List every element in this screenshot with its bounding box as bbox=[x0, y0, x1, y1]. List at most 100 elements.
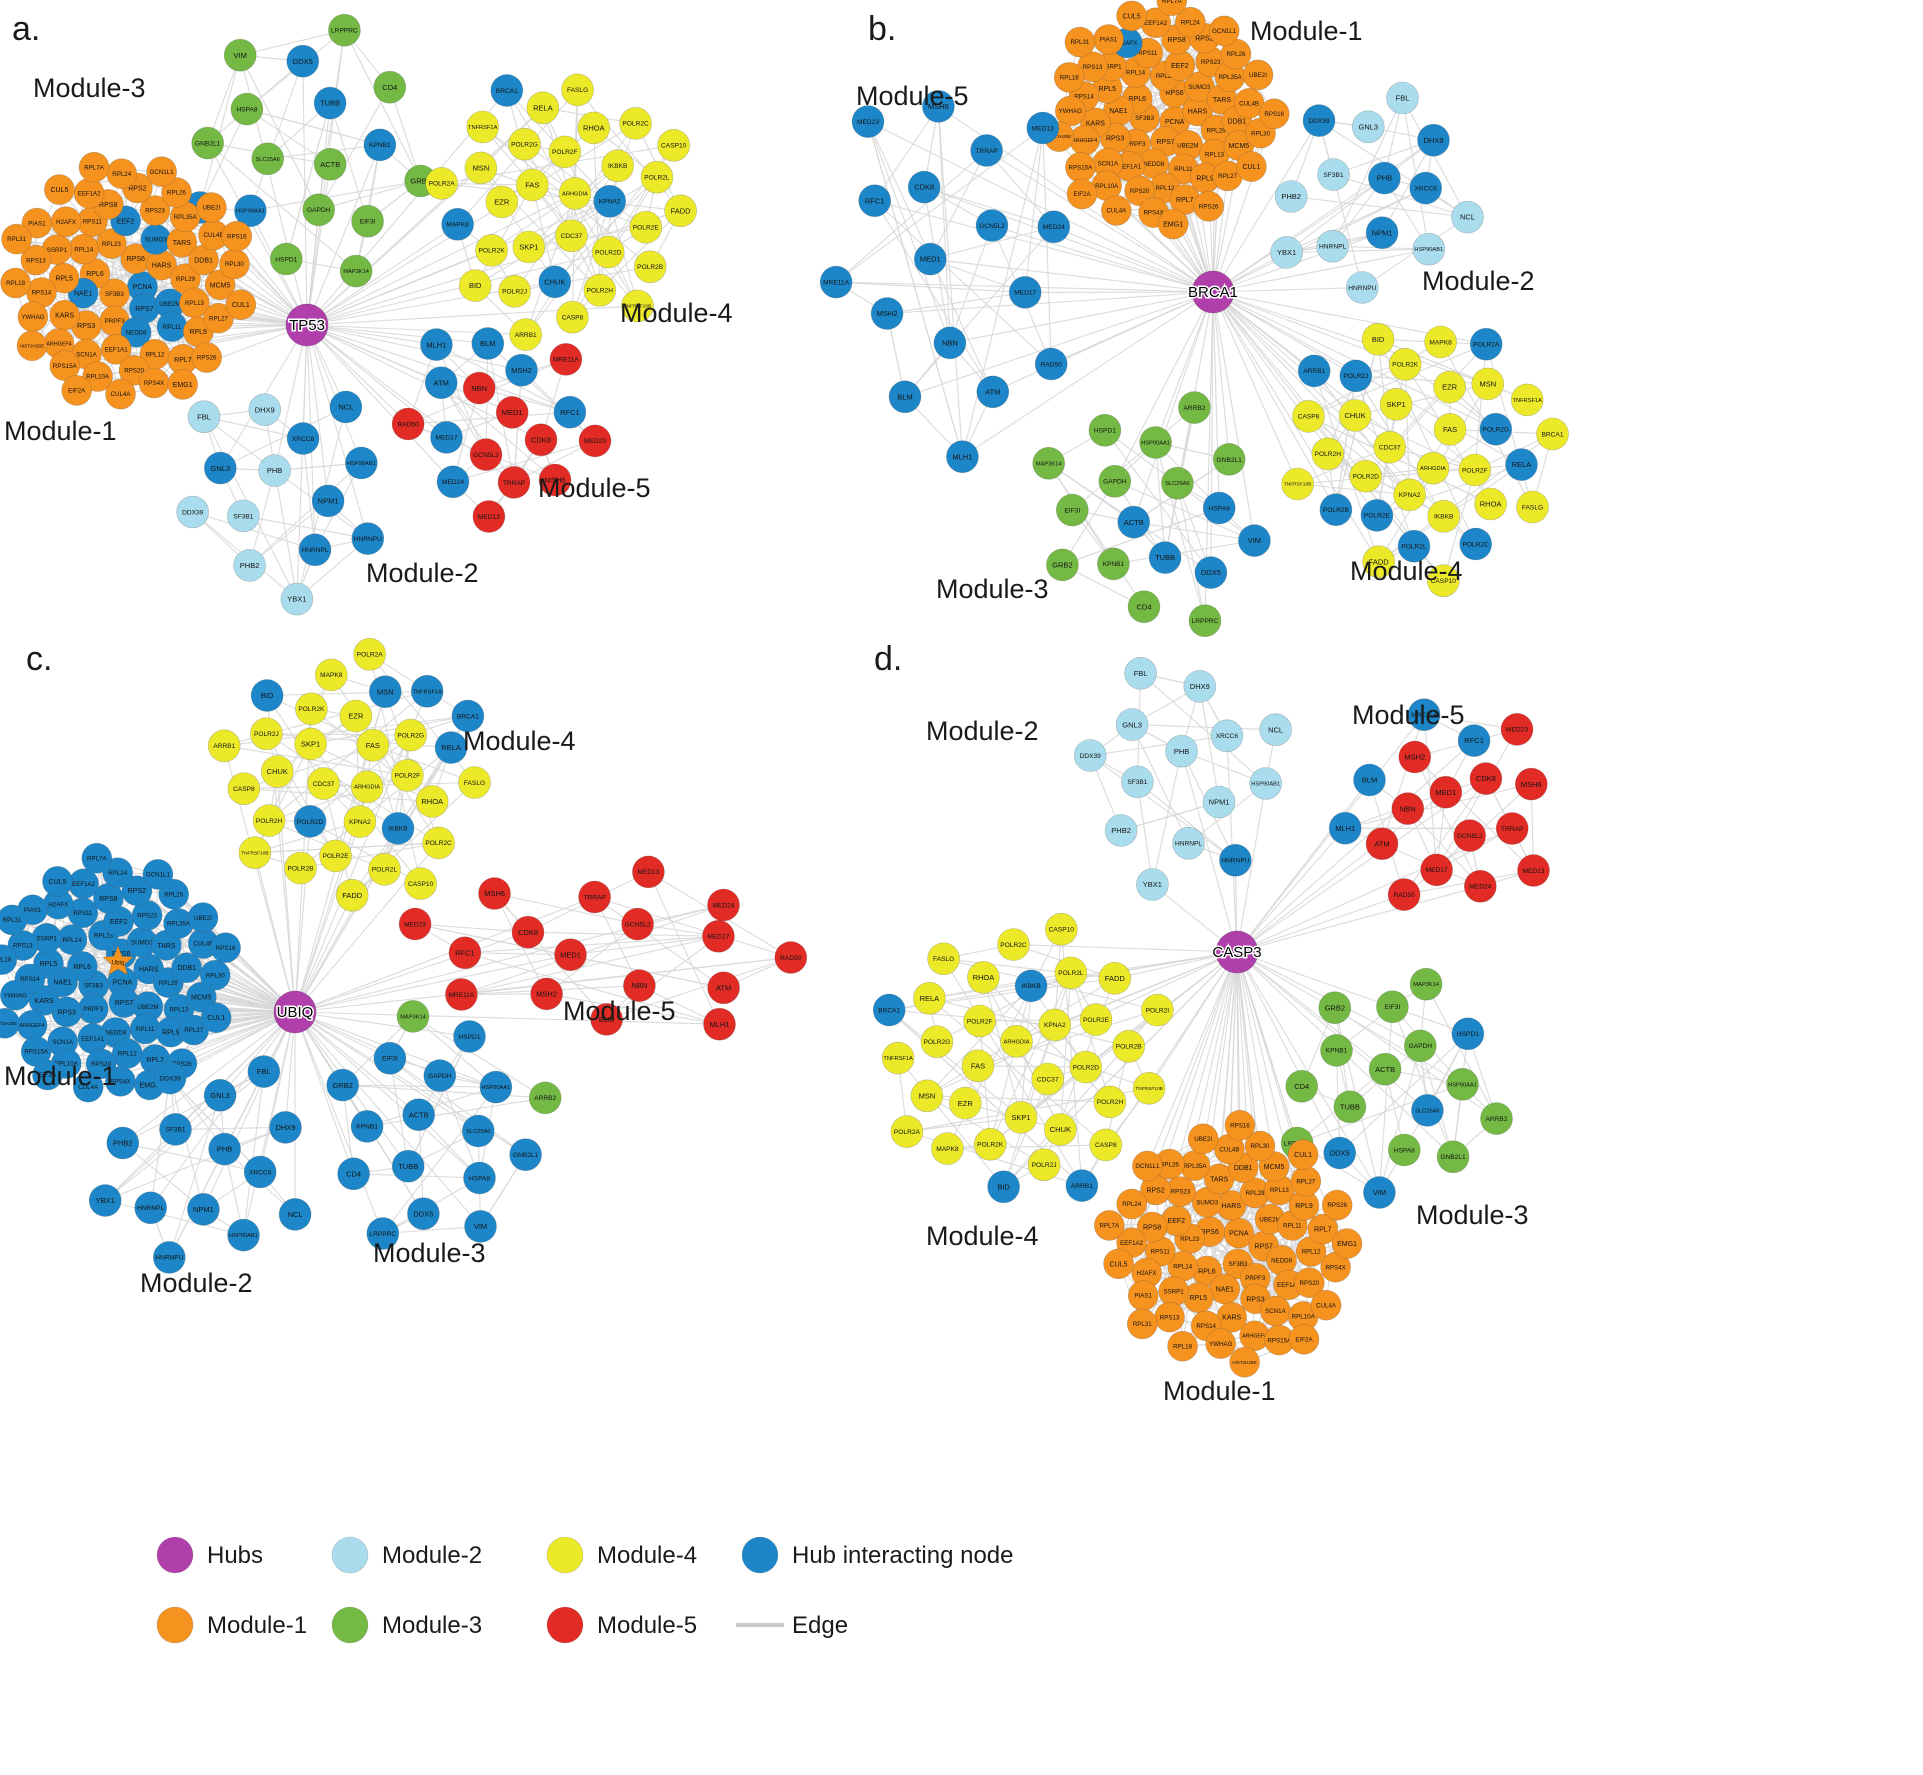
edge bbox=[1474, 344, 1487, 471]
edge bbox=[246, 108, 381, 146]
gene-node: DDX5 bbox=[1323, 1136, 1356, 1170]
gene-node: MED1 bbox=[913, 242, 947, 276]
edge bbox=[1212, 291, 1380, 562]
gene-node: HNRNPL bbox=[134, 1191, 167, 1225]
gene-node: MED13 bbox=[1517, 854, 1550, 887]
gene-node: NCL bbox=[1451, 200, 1484, 234]
edge bbox=[1114, 480, 1255, 542]
gene-node: POLR2D bbox=[293, 805, 327, 838]
edge bbox=[285, 102, 331, 260]
module-label-d-module-2: Module-2 bbox=[926, 716, 1039, 746]
edge bbox=[888, 1009, 1022, 1118]
edge bbox=[306, 107, 544, 326]
edge bbox=[1381, 139, 1434, 233]
gene-node: GRB2 bbox=[1046, 548, 1079, 582]
gene-node: VIM bbox=[1238, 524, 1271, 557]
edge bbox=[309, 820, 421, 885]
gene-node: HSPA8 bbox=[1202, 491, 1236, 525]
gene-node: NCL bbox=[329, 390, 363, 424]
edge bbox=[1113, 540, 1255, 565]
edge bbox=[474, 184, 533, 286]
edge bbox=[249, 462, 362, 566]
edge bbox=[1407, 808, 1481, 887]
legend-swatch bbox=[331, 1606, 369, 1644]
gene-node: POLR2K bbox=[475, 234, 508, 267]
gene-node: YWHAG bbox=[1205, 1328, 1236, 1359]
edge bbox=[977, 1009, 1158, 1067]
gene-node: ARHGEF4 bbox=[16, 1010, 48, 1041]
edge bbox=[318, 86, 391, 211]
gene-node: MSN bbox=[464, 151, 498, 185]
edge bbox=[1308, 343, 1487, 417]
legend-swatch bbox=[546, 1606, 584, 1644]
gene-node: POLR2B bbox=[284, 851, 317, 885]
gene-node: DDX39 bbox=[1302, 104, 1336, 137]
gene-node: MED24 bbox=[1464, 869, 1497, 903]
edge bbox=[1042, 127, 1052, 365]
edge bbox=[1048, 462, 1135, 523]
gene-node: RHOA bbox=[415, 785, 449, 818]
edge bbox=[1133, 521, 1255, 542]
module-label-a-module-5: Module-5 bbox=[538, 473, 651, 503]
edge bbox=[306, 223, 458, 326]
edge bbox=[1089, 755, 1236, 861]
gene-node: PIAS1 bbox=[1127, 1280, 1159, 1311]
edge bbox=[243, 515, 368, 540]
gene-node: SKP1 bbox=[1004, 1101, 1038, 1134]
gene-node: POLR2K bbox=[973, 1128, 1007, 1161]
gene-node: YWHAG bbox=[0, 979, 31, 1011]
gene-node: CUL4A bbox=[105, 378, 136, 410]
edge bbox=[514, 266, 651, 292]
edge bbox=[415, 923, 529, 933]
edge bbox=[1155, 291, 1214, 443]
edge bbox=[306, 251, 609, 326]
legend-item-module-4: Module-4 bbox=[546, 1536, 697, 1574]
edge bbox=[199, 55, 241, 208]
legend-swatch bbox=[741, 1536, 779, 1574]
gene-node: ARRB2 bbox=[1178, 391, 1211, 424]
gene-node: HNRNPU bbox=[351, 522, 385, 555]
edge bbox=[1402, 97, 1468, 218]
gene-node: HNRNPU bbox=[1219, 843, 1252, 877]
edge bbox=[904, 291, 1214, 398]
gene-node: EZR bbox=[339, 699, 373, 733]
gene-node: GNL3 bbox=[1352, 110, 1385, 144]
edge bbox=[1212, 177, 1385, 293]
hub-node-brca1: BRCA1 bbox=[1186, 270, 1240, 314]
gene-node: MLH1 bbox=[420, 328, 453, 361]
module-label-c-module-2: Module-2 bbox=[140, 1268, 253, 1298]
gene-node: NAE1 bbox=[1209, 1273, 1241, 1305]
gene-node: MED13 bbox=[472, 500, 506, 533]
gene-node: GAPDH bbox=[1098, 464, 1132, 498]
gene-node: RPL12 bbox=[111, 1038, 143, 1069]
edge bbox=[294, 1011, 384, 1234]
gene-node: PHB bbox=[258, 454, 291, 487]
gene-node: MLH1 bbox=[1328, 811, 1362, 845]
hub-node-casp3: CASP3 bbox=[1211, 930, 1263, 974]
legend-item-module-1: Module-1 bbox=[156, 1606, 307, 1644]
gene-node: POLR2A bbox=[425, 167, 458, 200]
edge bbox=[1296, 1083, 1463, 1144]
edge bbox=[527, 931, 719, 937]
gene-node: RFC1 bbox=[553, 395, 587, 429]
module-label-d-module-5: Module-5 bbox=[1352, 700, 1465, 730]
gene-node: RAD50 bbox=[1034, 347, 1068, 381]
edge bbox=[306, 144, 381, 326]
gene-node: MSH2 bbox=[505, 353, 538, 387]
gene-node: RPL30 bbox=[219, 248, 250, 280]
edge bbox=[1212, 291, 1255, 541]
gene-node: TNFRSF10B bbox=[1132, 1072, 1166, 1105]
gene-node: XRCC6 bbox=[286, 422, 320, 455]
edge bbox=[1062, 507, 1220, 566]
edge bbox=[525, 193, 576, 335]
edge bbox=[897, 1057, 1005, 1188]
gene-node: EZR bbox=[1433, 370, 1466, 404]
edge bbox=[1114, 291, 1214, 482]
gene-node: RPL11 bbox=[129, 1013, 161, 1045]
gene-node: RPL7A bbox=[78, 151, 110, 183]
gene-node: GRB2 bbox=[326, 1068, 360, 1102]
edge bbox=[887, 291, 1214, 315]
gene-node: FBL bbox=[247, 1055, 281, 1088]
gene-node: POLR2D bbox=[591, 235, 625, 269]
edge bbox=[949, 225, 993, 344]
